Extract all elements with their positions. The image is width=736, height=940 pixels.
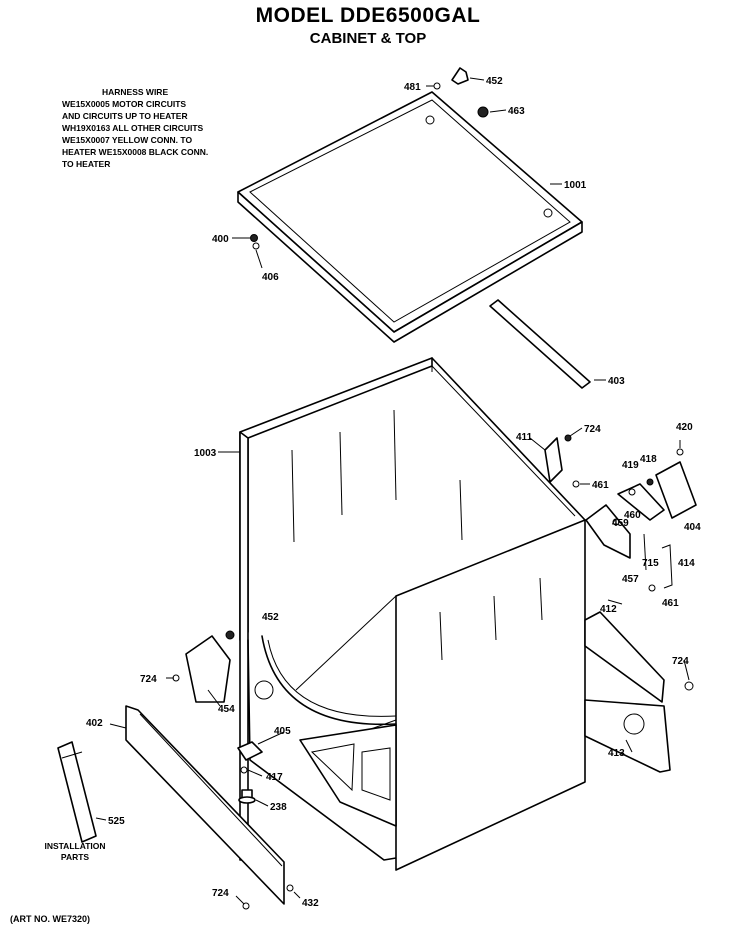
callout-405: 405 — [274, 726, 291, 737]
callout-724-left: 724 — [140, 674, 157, 685]
callout-414: 414 — [678, 558, 695, 569]
callout-412: 412 — [600, 604, 617, 615]
door-hinge-parts — [172, 630, 235, 703]
callout-413: 413 — [608, 748, 625, 759]
callout-457: 457 — [622, 574, 639, 585]
harness-note-heading: HARNESS WIRE — [102, 87, 169, 97]
control-brackets — [544, 434, 697, 592]
harness-note-line: WE15X0005 MOTOR CIRCUITS — [62, 99, 187, 109]
leveling-parts — [237, 741, 294, 910]
harness-note-line: AND CIRCUITS UP TO HEATER — [62, 111, 188, 121]
harness-note-line: HEATER WE15X0008 BLACK CONN. — [62, 147, 209, 157]
callout-411: 411 — [516, 432, 533, 443]
callout-403: 403 — [608, 376, 625, 387]
callout-461-lower: 461 — [662, 598, 679, 609]
callout-419: 419 — [622, 460, 639, 471]
installation-parts-label: INSTALLATION PARTS — [40, 841, 110, 863]
toe-panel — [125, 705, 285, 905]
callout-1003: 1003 — [194, 448, 217, 459]
callout-452: 452 — [486, 76, 503, 87]
callout-724-right: 724 — [672, 656, 689, 667]
top-hardware — [250, 67, 489, 250]
callout-400: 400 — [212, 234, 229, 245]
callout-454: 454 — [218, 704, 235, 715]
callout-715: 715 — [642, 558, 659, 569]
callout-463: 463 — [508, 106, 525, 117]
top-support-bar — [489, 299, 591, 389]
callout-432: 432 — [302, 898, 319, 909]
harness-note-line: WE15X0007 YELLOW CONN. TO — [62, 135, 193, 145]
leader-lines — [95, 77, 690, 905]
callout-238: 238 — [270, 802, 287, 813]
callout-420: 420 — [676, 422, 693, 433]
cabinet — [239, 357, 586, 871]
callout-452-lower: 452 — [262, 612, 279, 623]
harness-wire-note: HARNESS WIRE WE15X0005 MOTOR CIRCUITS AN… — [62, 86, 208, 170]
art-number: (ART NO. WE7320) — [10, 914, 91, 924]
installation-parts-bag — [57, 741, 97, 843]
callout-labels: 481 452 463 1001 400 406 403 1003 411 72… — [86, 76, 701, 909]
callout-724-bottom: 724 — [212, 888, 229, 899]
callout-525: 525 — [108, 816, 125, 827]
callout-459: 459 — [612, 518, 629, 529]
harness-note-line: WH19X0163 ALL OTHER CIRCUITS — [62, 123, 204, 133]
model-title: MODEL DDE6500GAL — [255, 4, 481, 27]
top-panel — [237, 91, 583, 343]
callout-460: 460 — [624, 510, 641, 521]
callout-404: 404 — [684, 522, 701, 533]
callout-418: 418 — [640, 454, 657, 465]
harness-note-line: TO HEATER — [62, 159, 111, 169]
installation-label-line: PARTS — [60, 852, 90, 862]
callout-402: 402 — [86, 718, 103, 729]
installation-label-line: INSTALLATION — [44, 841, 106, 851]
callout-724: 724 — [584, 424, 601, 435]
callout-461: 461 — [592, 480, 609, 491]
callout-481: 481 — [404, 82, 421, 93]
callout-417: 417 — [266, 772, 283, 783]
callout-1001: 1001 — [564, 180, 587, 191]
base-brackets — [584, 611, 694, 773]
callout-406: 406 — [262, 272, 279, 283]
section-subtitle: CABINET & TOP — [309, 30, 427, 47]
